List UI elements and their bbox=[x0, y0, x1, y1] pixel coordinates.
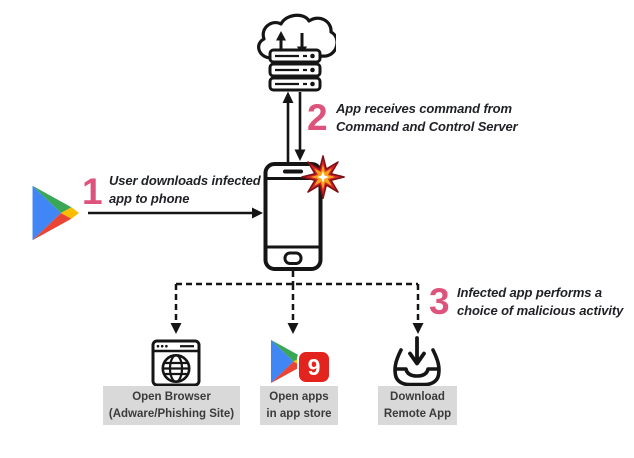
download-arrowhead bbox=[408, 351, 426, 366]
download-to-phone-arrow bbox=[88, 207, 263, 219]
c2-updown-arrows bbox=[282, 91, 306, 162]
step-2-line2: Command and Control Server bbox=[336, 119, 518, 134]
step-3-number: 3 bbox=[429, 281, 450, 322]
cloud-server-icon bbox=[257, 13, 336, 92]
label-download-remote: Download Remote App bbox=[378, 386, 457, 425]
browser-window-dots bbox=[156, 344, 168, 348]
step-3-line2: choice of malicious activity bbox=[457, 303, 624, 318]
malware-burst-icon bbox=[301, 155, 345, 199]
phone-home-button bbox=[283, 251, 303, 265]
step-2-text: App receives command from Command and Co… bbox=[336, 100, 518, 136]
google-play-icon bbox=[32, 185, 79, 241]
label-open-apps-line1: Open apps bbox=[269, 391, 329, 403]
download-tray-icon bbox=[393, 336, 441, 387]
branch-dashed-arrows bbox=[170, 271, 424, 334]
cloud-outline bbox=[257, 13, 336, 60]
step-3-text: Infected app performs a choice of malici… bbox=[457, 284, 623, 320]
step-1-number: 1 bbox=[82, 171, 103, 212]
step-1-line1: User downloads infected bbox=[109, 173, 261, 188]
globe bbox=[161, 353, 191, 383]
nine-store-icon: 9 bbox=[297, 350, 331, 384]
step-1-text: User downloads infected app to phone bbox=[109, 172, 261, 208]
browser-globe-icon bbox=[151, 339, 201, 387]
label-download-remote-line1: Download bbox=[390, 391, 445, 403]
smartphone-icon bbox=[263, 162, 323, 271]
label-download-remote-line2: Remote App bbox=[383, 407, 452, 420]
server-stack bbox=[268, 48, 322, 92]
step-1-line2: app to phone bbox=[109, 191, 190, 206]
step-2-number: 2 bbox=[307, 97, 328, 138]
label-open-browser: Open Browser (Adware/Phishing Site) bbox=[103, 386, 240, 425]
google-play-icon bbox=[270, 339, 308, 384]
label-open-browser-line1: Open Browser bbox=[132, 391, 211, 403]
label-open-apps: Open apps in app store bbox=[260, 386, 338, 425]
label-open-browser-line2: (Adware/Phishing Site) bbox=[108, 407, 235, 420]
step-3-line1: Infected app performs a bbox=[457, 285, 603, 300]
step-2-line1: App receives command from bbox=[336, 101, 512, 116]
label-open-apps-line2: in app store bbox=[266, 407, 332, 420]
phone-speaker bbox=[283, 169, 303, 174]
